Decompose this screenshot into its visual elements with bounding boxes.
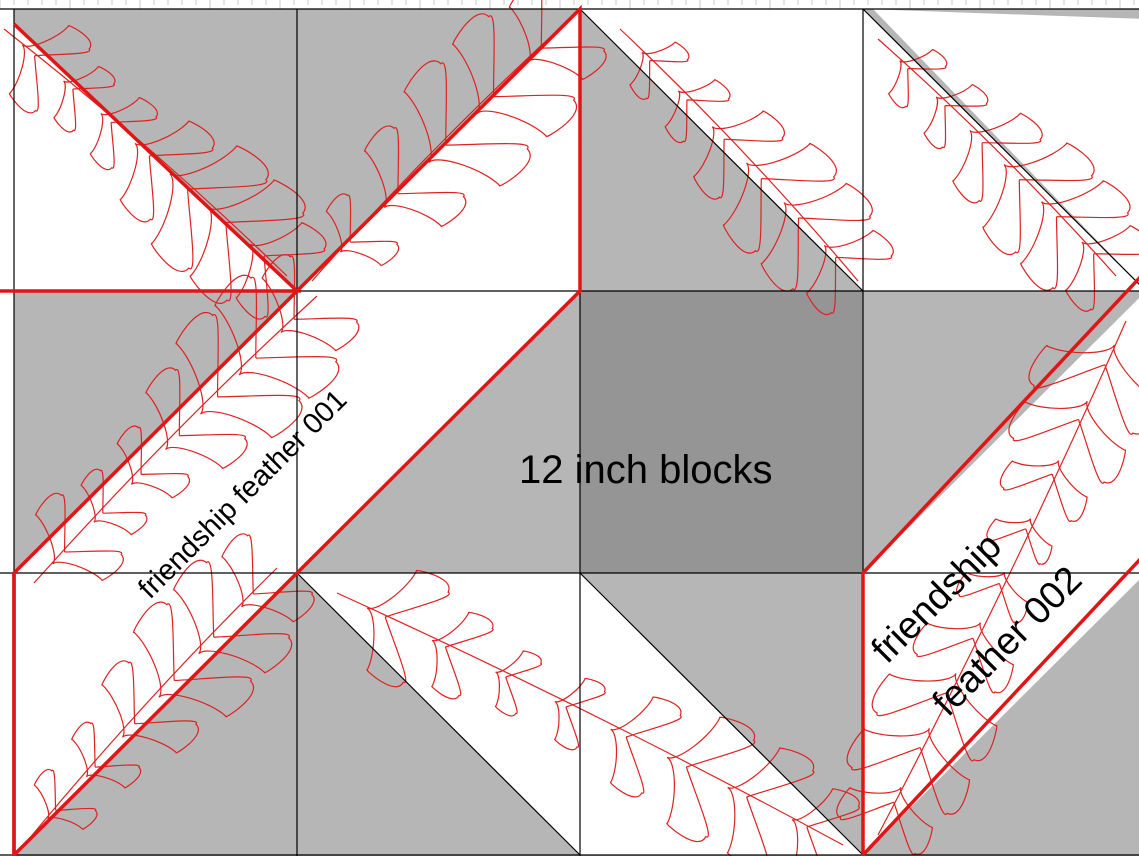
center-square-dark	[580, 291, 863, 573]
left-edge-white	[0, 9, 14, 856]
label-12-inch-blocks: 12 inch blocks	[519, 448, 772, 492]
quilt-block-fills	[0, 9, 1139, 856]
